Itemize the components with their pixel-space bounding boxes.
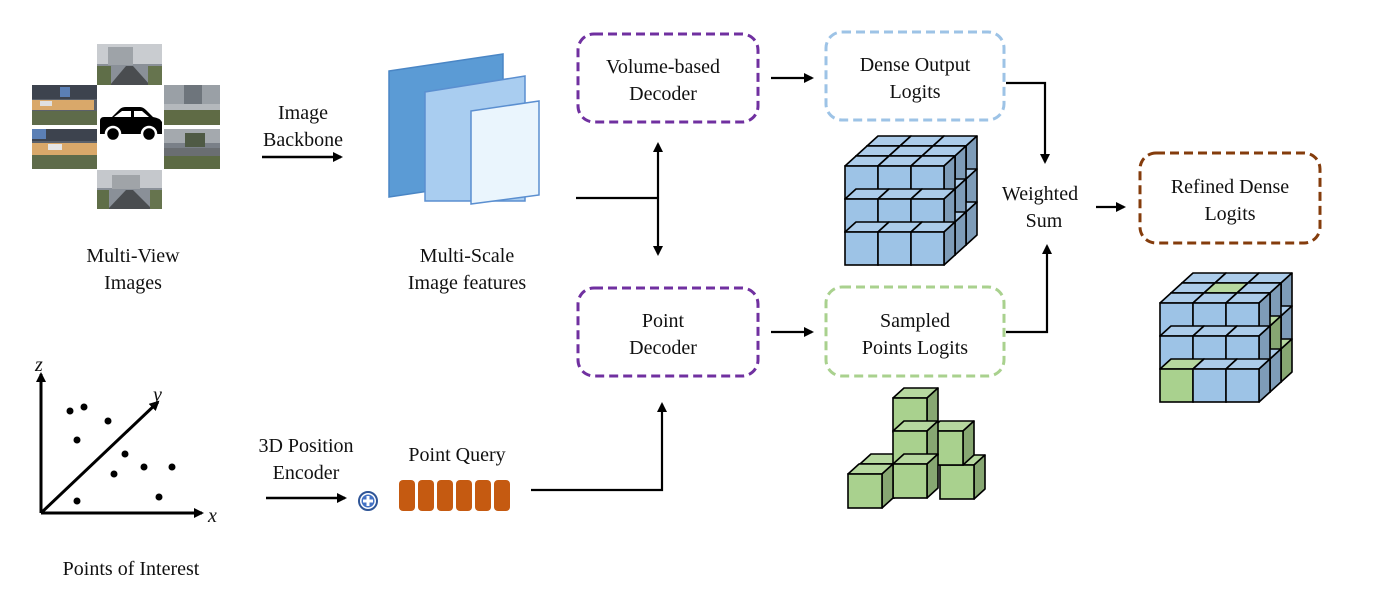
- voxel-front-face: [910, 231, 945, 266]
- point-query-tokens: [399, 480, 510, 511]
- sample-point: [104, 417, 112, 425]
- weighted-sum-line1: Weighted: [1002, 183, 1078, 205]
- y-axis: [39, 400, 160, 515]
- sample-point: [110, 470, 118, 478]
- sampled-logits-line2: Points Logits: [862, 337, 968, 359]
- sample-points: [66, 403, 176, 505]
- multi-view-images: [32, 44, 220, 209]
- sampled-to-sum-arrow: [1006, 244, 1052, 334]
- sample-point: [168, 463, 176, 471]
- sampled-logits-line1: Sampled: [880, 310, 950, 332]
- sample-point: [80, 403, 88, 411]
- point-decoder-node[interactable]: Point Decoder: [576, 286, 760, 378]
- camera-image-back: [97, 170, 162, 209]
- backbone-label-line2: Backbone: [263, 129, 343, 151]
- camera-image-front-left: [32, 85, 97, 125]
- y-axis-label: y: [151, 384, 162, 406]
- sample-point: [140, 463, 148, 471]
- voxel-front-face: [877, 231, 912, 266]
- voxel-front-face: [847, 473, 883, 509]
- refined-voxel-cube: [1159, 272, 1293, 403]
- refined-logits-line2: Logits: [1204, 203, 1255, 225]
- points-of-interest-plot: z y x: [34, 354, 217, 527]
- plus-circle-icon: [358, 491, 378, 511]
- voxel-front-face: [1159, 368, 1194, 403]
- x-axis-label: x: [207, 505, 217, 527]
- sample-point: [66, 407, 74, 415]
- query-token: [456, 480, 472, 511]
- sample-point: [73, 436, 81, 444]
- point-decoder-line2: Decoder: [629, 337, 697, 359]
- dense-voxel-cube: [844, 135, 978, 266]
- backbone-label-line1: Image: [278, 102, 328, 124]
- camera-image-front: [97, 44, 162, 85]
- volume-decoder-node[interactable]: Volume-based Decoder: [576, 32, 760, 124]
- query-token: [475, 480, 491, 511]
- camera-image-front-right: [164, 85, 220, 125]
- query-token: [399, 480, 415, 511]
- feature-map-small: [470, 100, 540, 205]
- sampled-logits-node[interactable]: Sampled Points Logits: [824, 285, 1006, 378]
- voxel: [892, 453, 939, 499]
- voxel: [1225, 358, 1271, 403]
- volume-decoder-line1: Volume-based: [606, 56, 720, 78]
- volume-decoder-line2: Decoder: [629, 83, 697, 105]
- weighted-sum-line2: Sum: [1026, 210, 1063, 232]
- refined-logits-line1: Refined Dense: [1171, 176, 1289, 198]
- multi-view-label-line1: Multi-View: [86, 245, 180, 267]
- voxel-front-face: [844, 231, 879, 266]
- multi-view-label-line2: Images: [104, 272, 162, 294]
- sample-point: [121, 450, 129, 458]
- dense-logits-line1: Dense Output: [860, 54, 971, 76]
- car-icon: [100, 107, 162, 143]
- multi-scale-feature-maps: [388, 53, 540, 205]
- dense-logits-node[interactable]: Dense Output Logits: [824, 30, 1006, 122]
- points-of-interest-label: Points of Interest: [63, 558, 200, 580]
- sampled-voxel-blocks: [847, 387, 986, 509]
- voxel: [847, 463, 894, 509]
- point-query-label: Point Query: [408, 444, 505, 466]
- features-label-line2: Image features: [408, 272, 526, 294]
- z-axis-label: z: [34, 354, 43, 376]
- query-to-point-decoder-arrow: [531, 402, 667, 492]
- pos-encoder-line2: Encoder: [273, 462, 340, 484]
- voxel-front-face: [1192, 368, 1227, 403]
- dense-logits-line2: Logits: [889, 81, 940, 103]
- camera-image-back-left: [32, 129, 97, 169]
- voxel-front-face: [1225, 368, 1260, 403]
- voxel-front-face: [939, 464, 975, 500]
- voxel-front-face: [892, 463, 928, 499]
- query-token: [494, 480, 510, 511]
- query-token: [418, 480, 434, 511]
- features-label-line1: Multi-Scale: [420, 245, 515, 267]
- voxel: [910, 221, 956, 266]
- query-token: [437, 480, 453, 511]
- sample-point: [155, 493, 163, 501]
- point-decoder-line1: Point: [642, 310, 685, 332]
- dense-to-sum-arrow: [1006, 81, 1050, 164]
- camera-image-back-right: [164, 129, 220, 169]
- pos-encoder-line1: 3D Position: [258, 435, 353, 457]
- sample-point: [73, 497, 81, 505]
- refined-logits-node[interactable]: Refined Dense Logits: [1138, 151, 1322, 245]
